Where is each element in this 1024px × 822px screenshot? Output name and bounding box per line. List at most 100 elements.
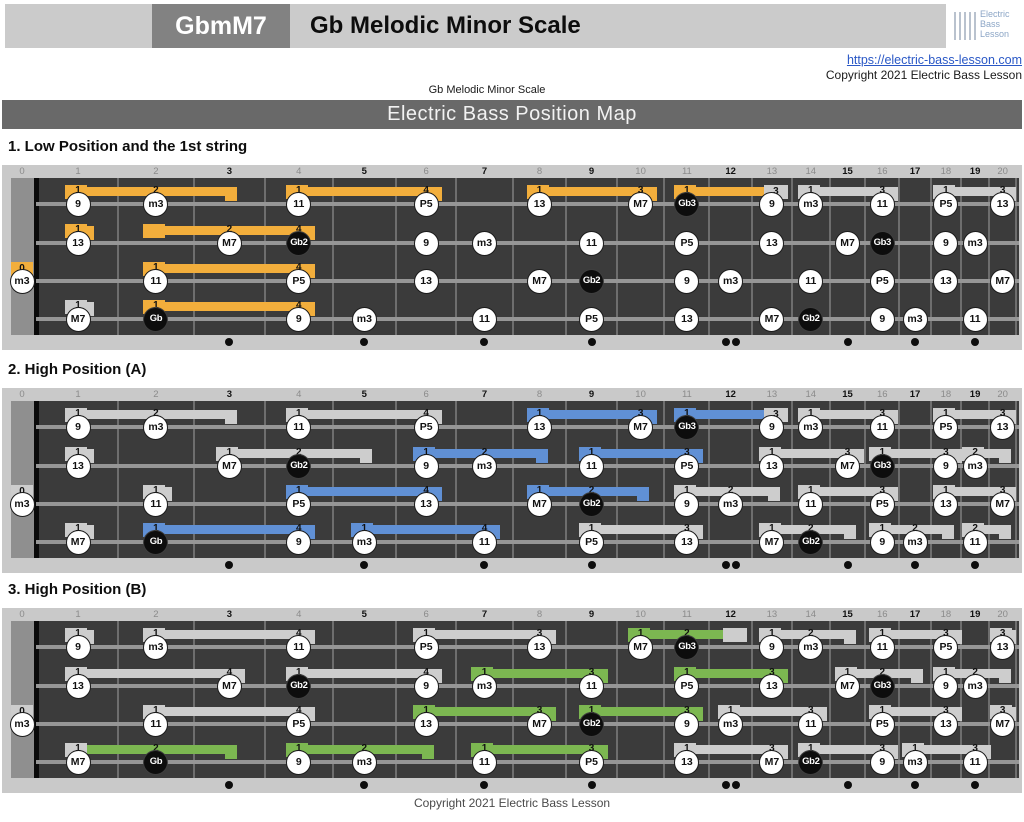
fret-line	[455, 621, 458, 778]
finger-number: 1	[296, 185, 302, 196]
fret-number: 19	[969, 166, 981, 177]
note-circle: 11	[962, 306, 988, 332]
finger-bar-body	[285, 410, 443, 419]
website-link[interactable]: https://electric-bass-lesson.com	[846, 53, 1022, 67]
fret-marker-dot	[911, 338, 919, 346]
fret-number: 1	[75, 166, 81, 177]
fret-line	[117, 401, 120, 558]
fret-number: 11	[681, 166, 692, 177]
fret-number: 13	[766, 609, 778, 620]
fret-number: 0	[19, 609, 25, 620]
note-circle: m3	[351, 529, 377, 555]
fret-marker-dot	[480, 338, 489, 346]
fret-line	[663, 401, 666, 558]
finger-number: 1	[684, 485, 690, 496]
fret-line	[264, 178, 267, 335]
finger-number: 1	[912, 743, 918, 754]
fret-number: 3	[226, 389, 233, 400]
fret-number: 15	[842, 609, 853, 620]
fret-line	[708, 178, 711, 335]
note-circle: 13	[759, 453, 785, 479]
fret-line	[565, 178, 568, 335]
finger-number: 3	[536, 628, 543, 639]
finger-bar-body	[758, 449, 864, 458]
fret-line	[264, 401, 267, 558]
finger-bar-body	[717, 707, 827, 716]
fret-line	[929, 178, 932, 335]
finger-bar-body	[142, 525, 315, 534]
note-circle: 13	[674, 749, 700, 775]
fret-line	[929, 621, 932, 778]
note-circle: M7	[527, 711, 553, 737]
finger-bar-body	[962, 449, 1011, 458]
fret-marker-dot	[843, 338, 852, 346]
note-circle: M7	[628, 634, 654, 660]
finger-number: 1	[296, 743, 302, 754]
fret-number: 19	[969, 389, 981, 400]
note-circle: 9	[65, 191, 91, 217]
finger-bar-end-step	[998, 458, 1011, 463]
finger-bar-end-step	[843, 534, 856, 539]
note-circle: M7	[527, 491, 553, 517]
root-note-circle: Gb3	[869, 230, 895, 256]
finger-number: 3	[943, 705, 949, 716]
note-circle: P5	[869, 268, 895, 294]
fret-line	[988, 401, 991, 558]
note-circle: P5	[286, 268, 312, 294]
finger-bar-body	[578, 449, 703, 458]
page-title: Gb Melodic Minor Scale	[310, 12, 581, 39]
finger-number: 3	[808, 705, 814, 716]
fret-line	[790, 401, 793, 558]
note-circle: 9	[674, 491, 700, 517]
finger-number: 3	[999, 485, 1006, 496]
note-circle: 13	[933, 268, 959, 294]
root-note-circle: Gb2	[579, 491, 605, 517]
fret-number: 4	[296, 166, 302, 177]
note-circle: 11	[143, 711, 169, 737]
finger-number: 2	[727, 485, 734, 496]
fret-line	[750, 401, 753, 558]
note-circle: m3	[143, 414, 169, 440]
note-circle: 13	[527, 414, 553, 440]
note-circle: m3	[718, 711, 744, 737]
fret-line	[708, 621, 711, 778]
note-circle: 9	[286, 306, 312, 332]
finger-number: 3	[588, 743, 595, 754]
fret-marker-dot	[360, 561, 369, 569]
fret-number: 0	[19, 166, 25, 177]
fret-marker-dot	[587, 561, 596, 569]
fret-marker-dot	[360, 781, 369, 789]
finger-bar-body	[797, 187, 899, 196]
brand-logo: Electric Bass Lesson	[946, 4, 1020, 48]
fret-marker-dot	[971, 561, 980, 569]
fret-line	[708, 401, 711, 558]
fret-number: 20	[997, 166, 1008, 177]
fret-number: 15	[842, 166, 853, 177]
fret-line	[511, 621, 514, 778]
copyright-footer: Copyright 2021 Electric Bass Lesson	[413, 796, 611, 810]
fret-marker-dot	[721, 781, 730, 789]
fret-line	[565, 401, 568, 558]
note-circle: P5	[413, 634, 439, 660]
fret-number: 9	[588, 166, 595, 177]
note-circle: 11	[143, 491, 169, 517]
logo-line3: Lesson	[980, 29, 1010, 39]
note-circle: 13	[933, 711, 959, 737]
root-note-circle: Gb3	[869, 673, 895, 699]
finger-number: 3	[943, 447, 949, 458]
finger-bar-body	[797, 487, 899, 496]
finger-number: 3	[637, 408, 644, 419]
finger-number: 3	[588, 667, 595, 678]
open-string-zone	[11, 178, 38, 335]
logo-text: Electric Bass Lesson	[980, 9, 1010, 39]
fret-line	[117, 178, 120, 335]
note-circle: P5	[286, 491, 312, 517]
root-note-circle: Gb	[143, 306, 169, 332]
finger-number: 2	[481, 447, 488, 458]
note-circle: 9	[869, 529, 895, 555]
fret-marker-dot	[911, 561, 919, 569]
finger-bar-body	[673, 410, 788, 419]
note-circle: 9	[413, 453, 439, 479]
fret-marker-dot	[721, 338, 730, 346]
